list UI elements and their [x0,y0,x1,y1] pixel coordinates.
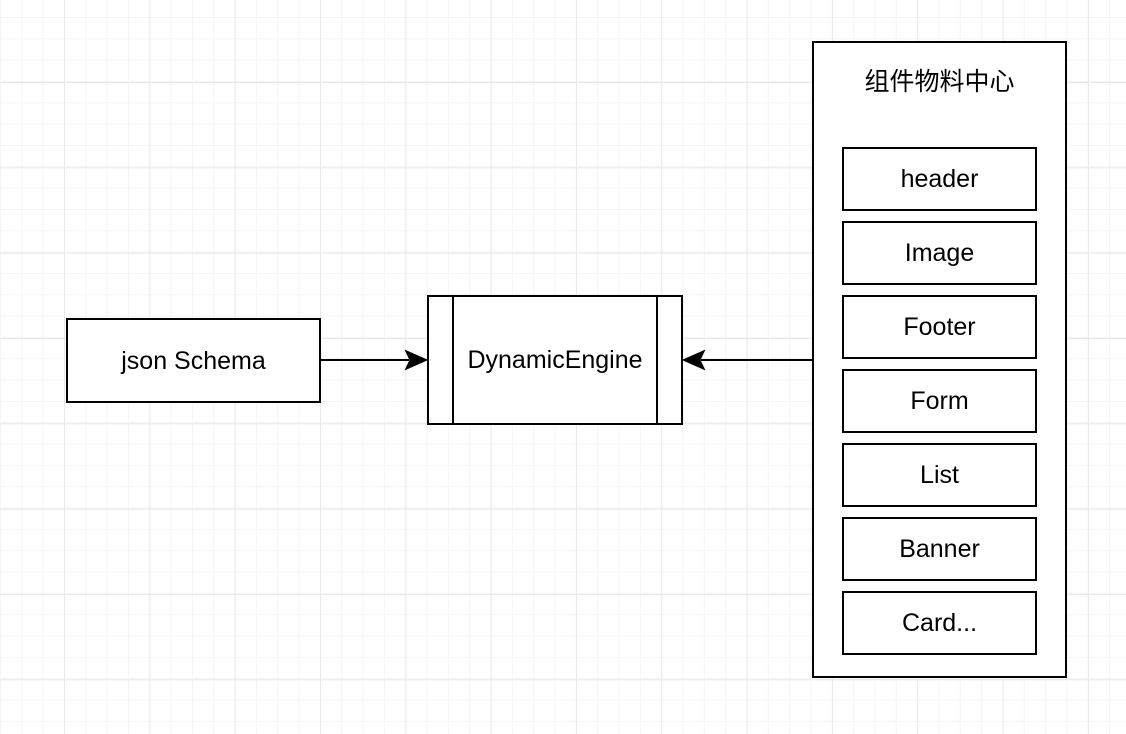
material-item-label: Footer [903,312,976,341]
material-item-header[interactable]: header [842,147,1037,211]
material-items-list: header Image Footer Form List Banner Car… [814,147,1065,655]
material-item-label: List [920,460,959,489]
node-json-schema-label: json Schema [121,346,266,375]
arrow-materials-to-engine[interactable] [681,349,812,371]
material-center-title: 组件物料中心 [864,68,1015,96]
material-item-label: header [900,164,979,193]
material-item-card[interactable]: Card... [842,591,1037,655]
node-dynamic-engine[interactable]: DynamicEngine [427,295,683,425]
material-item-label: Card... [901,608,978,637]
arrowhead-right-icon [404,349,429,371]
node-dynamic-engine-label: DynamicEngine [467,346,643,374]
process-bar-right [656,297,658,423]
process-bar-left [452,297,454,423]
arrow-schema-to-engine[interactable] [321,349,429,371]
material-item-image[interactable]: Image [842,221,1037,285]
material-item-label: Banner [899,534,980,563]
material-item-footer[interactable]: Footer [842,295,1037,359]
material-item-label: Form [910,386,969,415]
node-json-schema[interactable]: json Schema [66,318,321,403]
material-item-banner[interactable]: Banner [842,517,1037,581]
container-material-center[interactable]: 组件物料中心 header Image Footer Form List Ban… [812,41,1067,678]
material-item-list[interactable]: List [842,443,1037,507]
arrowhead-left-icon [681,349,706,371]
material-item-label: Image [904,238,975,267]
material-item-form[interactable]: Form [842,369,1037,433]
